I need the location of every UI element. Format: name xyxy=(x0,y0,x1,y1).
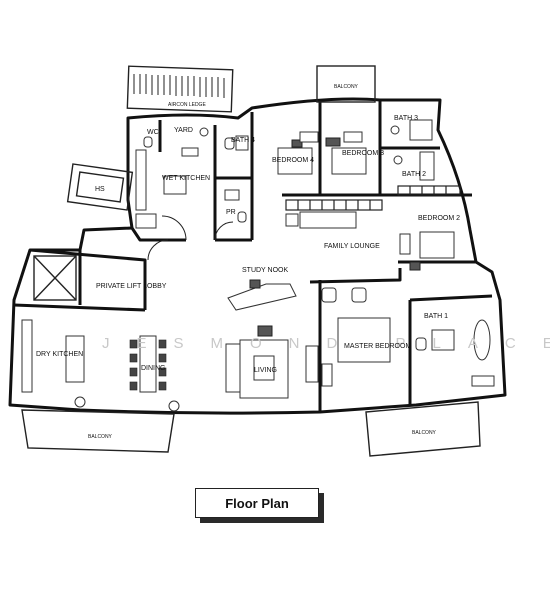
wet-kitchen-island xyxy=(163,175,187,195)
pr-toilet xyxy=(237,211,247,223)
wall-dry-kitchen-top xyxy=(13,303,146,312)
label-wc: WC xyxy=(147,129,159,136)
label-bedroom2: BEDROOM 2 xyxy=(418,215,460,222)
yard-drain xyxy=(199,127,209,137)
living-armchair xyxy=(305,345,319,383)
bath2-basin xyxy=(393,155,403,165)
bath1-vanity xyxy=(431,329,455,351)
hs-box xyxy=(66,163,134,211)
label-master-bedroom: MASTER BEDROOM xyxy=(344,343,411,350)
living-coffee-table xyxy=(253,355,275,381)
column-2 xyxy=(168,400,180,412)
label-dry-kitchen: DRY KITCHEN xyxy=(36,351,83,358)
room-labels: AIRCON LEDGE BALCONY WC YARD BATH 4 BEDR… xyxy=(36,84,460,440)
furniture xyxy=(21,119,495,412)
caption-text: Floor Plan xyxy=(225,495,289,511)
bath2-tub xyxy=(419,151,435,181)
label-pr: PR xyxy=(226,209,236,216)
dining-table xyxy=(139,335,157,393)
bedroom3-nightstand xyxy=(325,137,341,147)
wc-toilet xyxy=(143,136,153,148)
label-balcony-right: BALCONY xyxy=(412,430,437,436)
family-lounge-sofa xyxy=(299,211,357,229)
study-chair xyxy=(249,279,261,289)
label-yard: YARD xyxy=(174,127,193,134)
wardrobe-row xyxy=(285,185,461,211)
outer-walls xyxy=(8,97,507,415)
bath1-tub xyxy=(473,319,491,361)
bath1-counter xyxy=(471,375,495,387)
balcony-right xyxy=(365,401,481,457)
living-chair-top xyxy=(257,325,273,337)
dry-kitchen-counter xyxy=(21,319,33,393)
study-desk xyxy=(227,283,297,311)
lift-shaft xyxy=(33,255,77,301)
bath4-toilet xyxy=(224,137,235,150)
wall-kitchen-bottom xyxy=(130,227,186,242)
label-bath4: BATH 4 xyxy=(231,137,255,144)
doors xyxy=(147,215,234,261)
wall-bath1-top xyxy=(409,294,493,302)
label-bedroom3: BEDROOM 3 xyxy=(342,150,384,157)
bedroom3-desk xyxy=(343,131,363,143)
dining-chairs xyxy=(129,339,167,391)
bedroom4-bed xyxy=(277,147,313,175)
master-wardrobe xyxy=(321,363,333,387)
bath4-vanity xyxy=(235,135,249,151)
label-bath1: BATH 1 xyxy=(424,313,448,320)
yard-sink xyxy=(181,147,199,157)
label-study-nook: STUDY NOOK xyxy=(242,267,288,274)
bedroom4-desk xyxy=(299,131,319,143)
label-living: LIVING xyxy=(254,367,277,374)
hs-inner xyxy=(75,171,125,203)
label-aircon-ledge: AIRCON LEDGE xyxy=(168,102,206,108)
label-family-lounge: FAMILY LOUNGE xyxy=(324,243,380,250)
bedroom2-bed xyxy=(419,231,455,259)
wall-master-top xyxy=(309,268,402,284)
label-balcony-left: BALCONY xyxy=(88,434,113,440)
wet-kitchen-counter xyxy=(135,149,147,211)
label-bedroom4: BEDROOM 4 xyxy=(272,157,314,164)
family-lounge-seat xyxy=(285,213,299,227)
balcony-left xyxy=(21,409,175,453)
master-armchair-2 xyxy=(351,287,367,303)
label-private-lift-lobby: PRIVATE LIFT LOBBY xyxy=(96,283,167,290)
column-1 xyxy=(74,396,86,408)
floor-plan-caption: Floor Plan xyxy=(195,488,319,518)
bath1-toilet xyxy=(415,337,427,351)
bedroom2-desk xyxy=(399,233,411,255)
dry-kitchen-island xyxy=(65,335,85,383)
aircon-ledge xyxy=(126,65,234,113)
bedroom2-chair xyxy=(409,261,421,271)
living-sofa-main xyxy=(239,339,289,399)
bath3-tub xyxy=(409,119,433,141)
bath3-basin xyxy=(390,125,400,135)
label-dining: DINING xyxy=(141,365,166,372)
bedroom4-nightstand xyxy=(291,139,303,148)
master-bed xyxy=(337,317,391,363)
wall-lift-lobby-top xyxy=(29,248,147,310)
aircon-ledge-hatch xyxy=(133,74,225,98)
balcony-top xyxy=(316,65,376,103)
label-balcony-top: BALCONY xyxy=(334,84,359,90)
label-wet-kitchen: WET KITCHEN xyxy=(162,175,210,182)
kitchen-cabinet xyxy=(135,213,157,229)
label-bath2: BATH 2 xyxy=(402,171,426,178)
label-hs: HS xyxy=(95,186,105,193)
bedroom3-bed xyxy=(331,147,367,175)
watermark-text: JESMOND PLACE xyxy=(102,335,550,352)
master-armchair-1 xyxy=(321,287,337,303)
pr-vanity xyxy=(224,189,240,201)
outer-wall xyxy=(8,97,507,415)
label-bath3: BATH 3 xyxy=(394,115,418,122)
balconies xyxy=(21,65,481,457)
